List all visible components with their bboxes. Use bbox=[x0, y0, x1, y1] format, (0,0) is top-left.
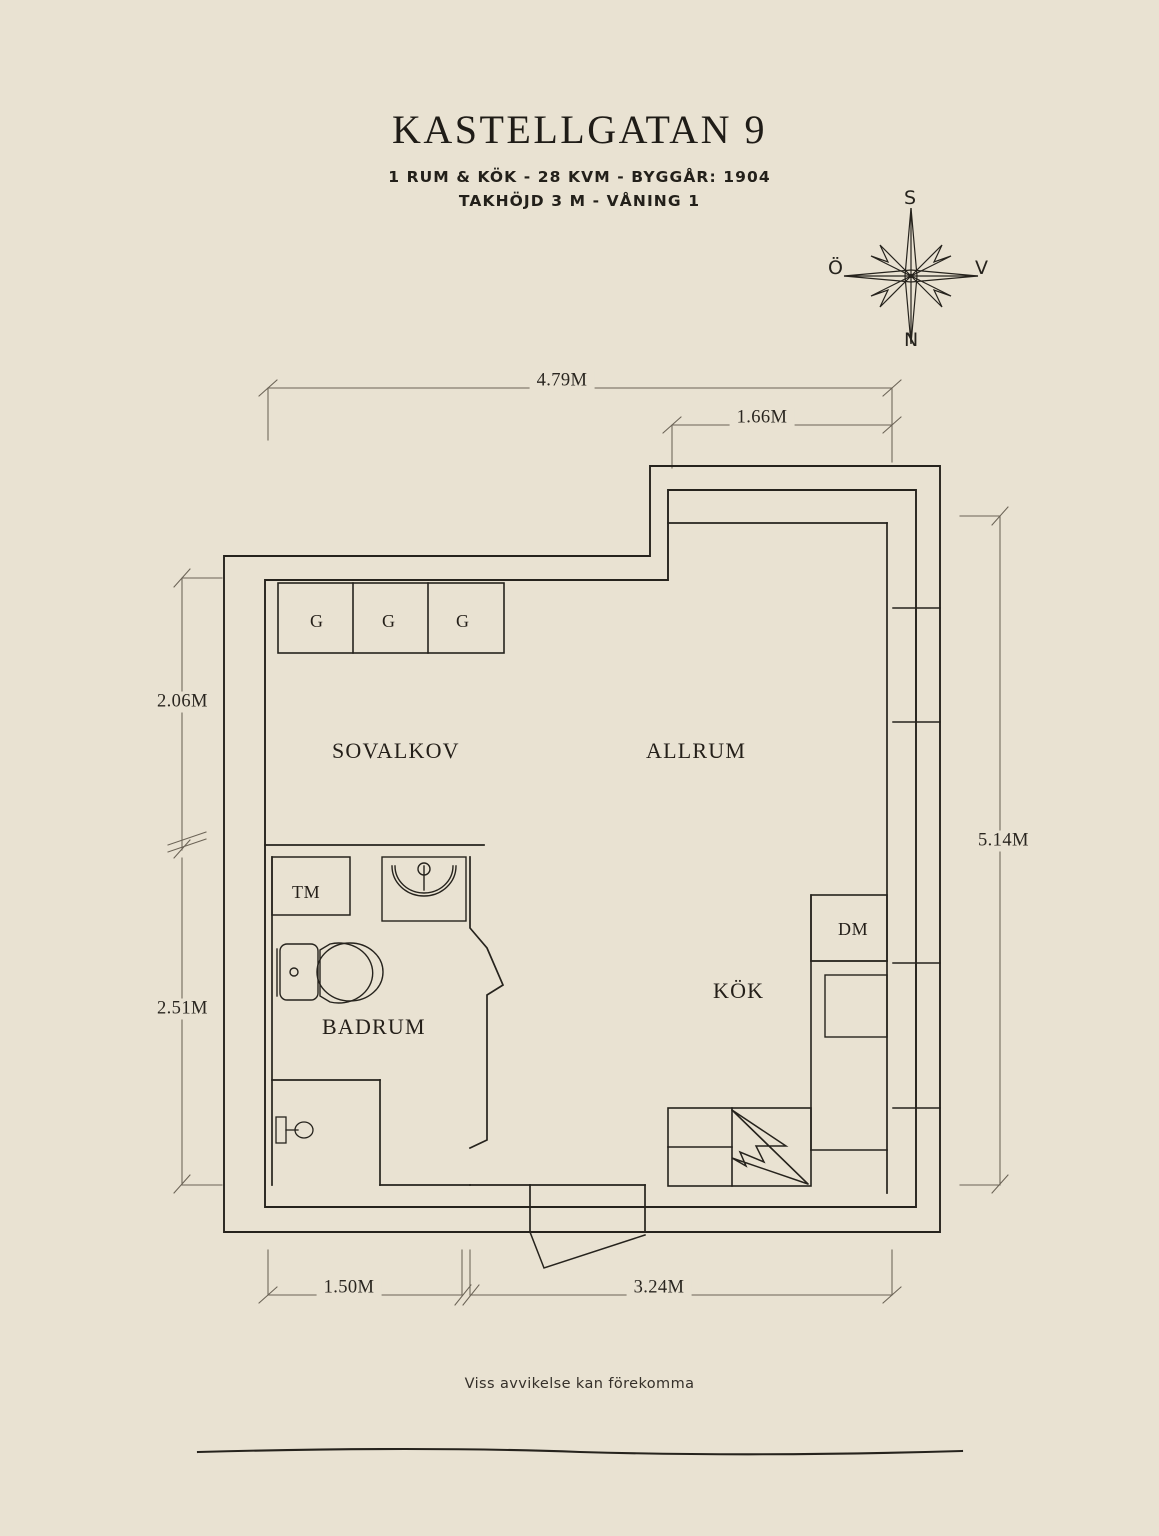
dimension-left-upper: 2.06M bbox=[150, 691, 215, 713]
closet-label-3: G bbox=[456, 611, 469, 631]
washing-machine-label: TM bbox=[292, 882, 321, 902]
dimension-top-overall: 4.79M bbox=[529, 370, 595, 392]
exterior-walls bbox=[223, 465, 941, 1233]
dishwasher-label: DM bbox=[838, 919, 869, 939]
window-right-upper bbox=[892, 607, 941, 723]
closet-row bbox=[277, 582, 505, 654]
compass-label-west: V bbox=[975, 257, 988, 279]
dimension-bottom-right: 3.24M bbox=[626, 1277, 692, 1299]
toilet bbox=[276, 942, 384, 1004]
closet-label-2: G bbox=[382, 611, 395, 631]
window-right-lower bbox=[892, 962, 941, 1109]
compass-label-north: N bbox=[904, 329, 919, 351]
room-label-kok: KÖK bbox=[713, 978, 765, 1003]
washbasin bbox=[381, 856, 467, 922]
compass-label-east: Ö bbox=[828, 257, 843, 279]
footer-divider bbox=[196, 1447, 964, 1456]
property-summary-line-2: TAKHÖJD 3 M - VÅNING 1 bbox=[458, 192, 701, 211]
dimension-right-overall: 5.14M bbox=[971, 830, 1036, 852]
dimension-left-lower: 2.51M bbox=[150, 998, 215, 1020]
washing-machine-tm bbox=[271, 856, 351, 916]
shower-fixture bbox=[275, 1116, 314, 1144]
dimension-top-right: 1.66M bbox=[729, 407, 795, 429]
dimension-lines bbox=[167, 379, 1009, 1306]
compass-label-south: S bbox=[904, 187, 917, 209]
room-label-badrum: BADRUM bbox=[322, 1014, 426, 1039]
top-notch-wall bbox=[667, 522, 888, 1194]
closet-label-1: G bbox=[310, 611, 323, 631]
interior-partitions bbox=[264, 844, 646, 1233]
plan-header: KASTELLGATAN 9 1 RUM & KÖK - 28 KVM - BY… bbox=[0, 108, 1159, 213]
kitchen-counter-bottom bbox=[667, 1107, 812, 1187]
disclaimer-note: Viss avvikelse kan förekomma bbox=[464, 1376, 695, 1392]
dimension-bottom-left: 1.50M bbox=[316, 1277, 382, 1299]
compass-rose: S N Ö V bbox=[828, 187, 993, 362]
room-label-sovalkov: SOVALKOV bbox=[332, 738, 460, 763]
kitchen-sink bbox=[824, 974, 888, 1038]
page-title: KASTELLGATAN 9 bbox=[391, 107, 768, 152]
stove-burner-icon bbox=[730, 1108, 810, 1186]
entrance-door bbox=[529, 1231, 646, 1269]
property-summary-line-1: 1 RUM & KÖK - 28 KVM - BYGGÅR: 1904 bbox=[388, 168, 771, 186]
room-label-allrum: ALLRUM bbox=[646, 738, 747, 763]
